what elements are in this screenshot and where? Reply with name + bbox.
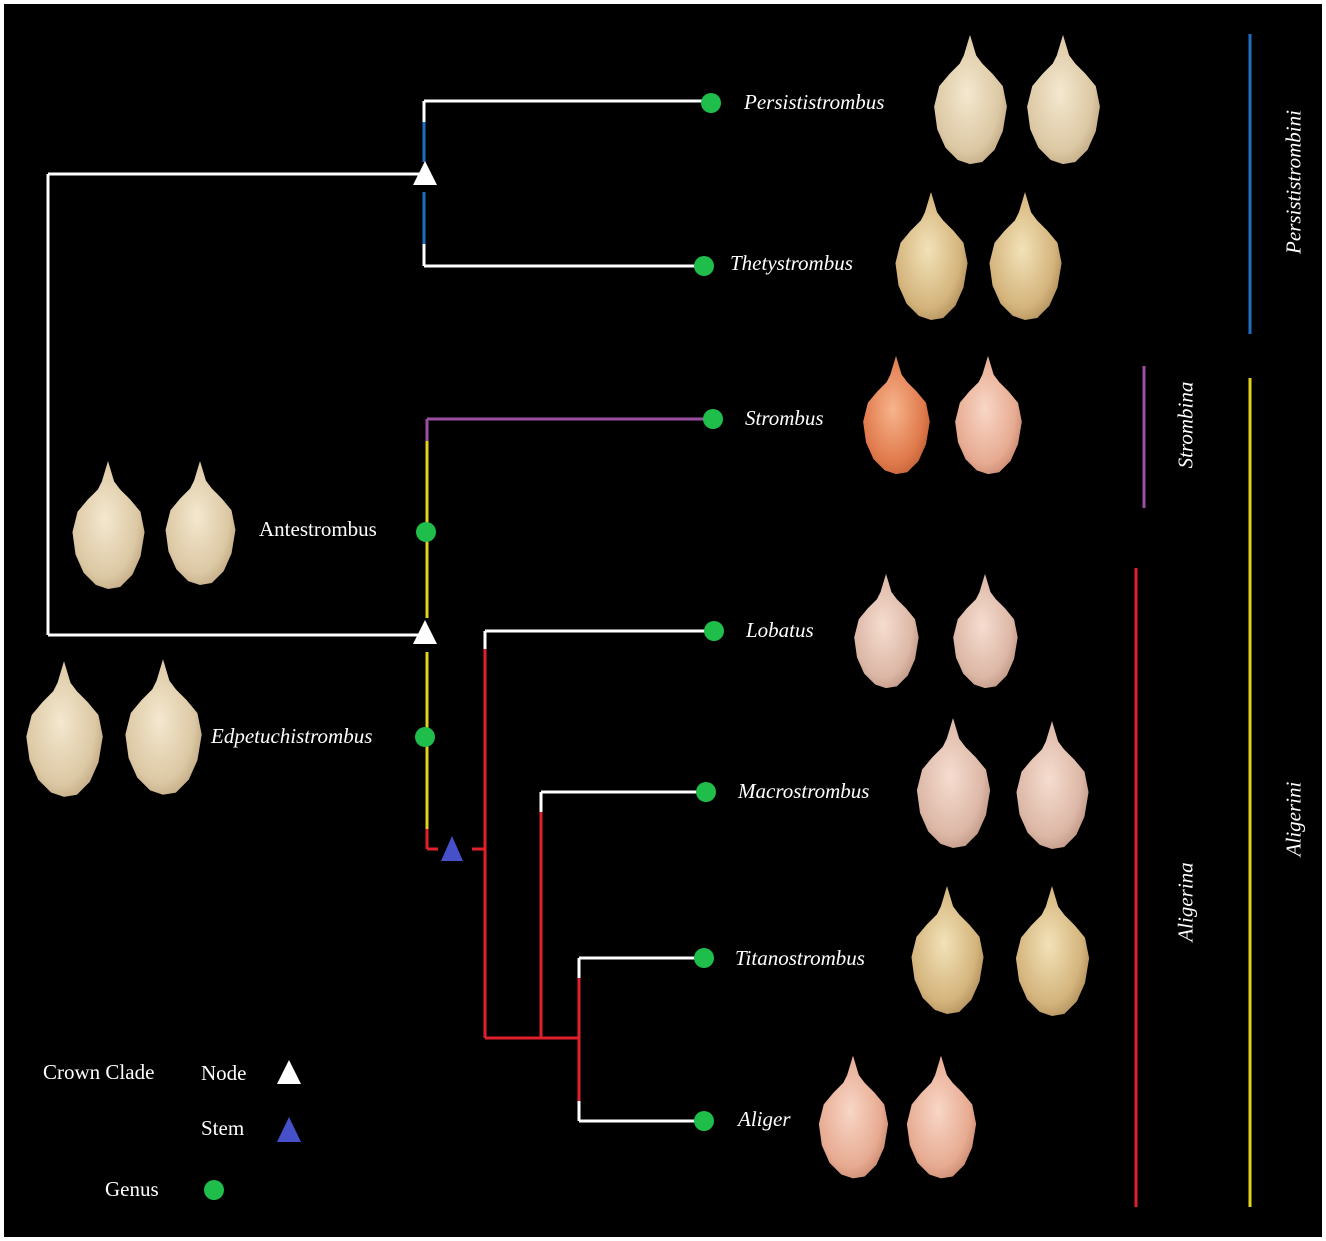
label-titanostrombus: Titanostrombus [735, 948, 865, 969]
shell-images-aliger [819, 1056, 976, 1179]
genus-dot-lobatus [704, 621, 724, 641]
clade-label-aligerini: Aligerini [1284, 782, 1305, 857]
legend-stem-label: Stem [201, 1118, 244, 1139]
shell-images-edpetuchistrombus [26, 659, 201, 797]
shell-images-antestrombus [72, 461, 235, 589]
shell-images-persististrombus [934, 35, 1100, 164]
clade-label-strombina: Strombina [1176, 382, 1197, 469]
genus-dot-strombus [703, 409, 723, 429]
shell-images-strombus [863, 356, 1022, 474]
cladogram [4, 4, 1322, 1237]
phylogeny-figure: Persististrombus Thetystrombus Strombus … [4, 4, 1322, 1237]
legend-node-label: Node [201, 1063, 247, 1084]
label-strombus: Strombus [745, 408, 824, 429]
label-aliger: Aliger [738, 1109, 791, 1130]
aligerina-branches [427, 649, 579, 1101]
legend-genus-label: Genus [105, 1179, 159, 1200]
label-antestrombus: Antestrombus [259, 519, 377, 540]
node-marker-aligerini [413, 620, 437, 644]
label-thetystrombus: Thetystrombus [730, 253, 853, 274]
clade-label-aligerina: Aligerina [1176, 862, 1197, 941]
genus-dot-persististrombus [701, 93, 721, 113]
legend-stem-icon [277, 1117, 301, 1142]
genus-dot-thetystrombus [694, 256, 714, 276]
genus-dot-antestrombus [416, 522, 436, 542]
label-macrostrombus: Macrostrombus [738, 781, 869, 802]
label-edpetuchistrombus: Edpetuchistrombus [211, 726, 372, 747]
shell-images-lobatus [854, 574, 1017, 688]
strombina-branch [427, 419, 714, 441]
label-persististrombus: Persististrombus [744, 92, 884, 113]
stem-marker-aligerina [441, 836, 463, 861]
legend-node-icon [277, 1060, 301, 1084]
shell-images-macrostrombus [917, 718, 1089, 849]
genus-dot-titanostrombus [694, 948, 714, 968]
legend-genus-dot [204, 1180, 224, 1200]
clade-label-persististrombini: Persististrombini [1284, 110, 1305, 254]
shell-images-titanostrombus [911, 886, 1089, 1016]
genus-dot-edpetuchistrombus [415, 727, 435, 747]
legend-crown-clade: Crown Clade [43, 1062, 154, 1083]
shell-images-thetystrombus [895, 192, 1061, 320]
root-branches [48, 101, 714, 1121]
genus-dot-macrostrombus [696, 782, 716, 802]
label-lobatus: Lobatus [746, 620, 814, 641]
genus-dot-aliger [694, 1111, 714, 1131]
